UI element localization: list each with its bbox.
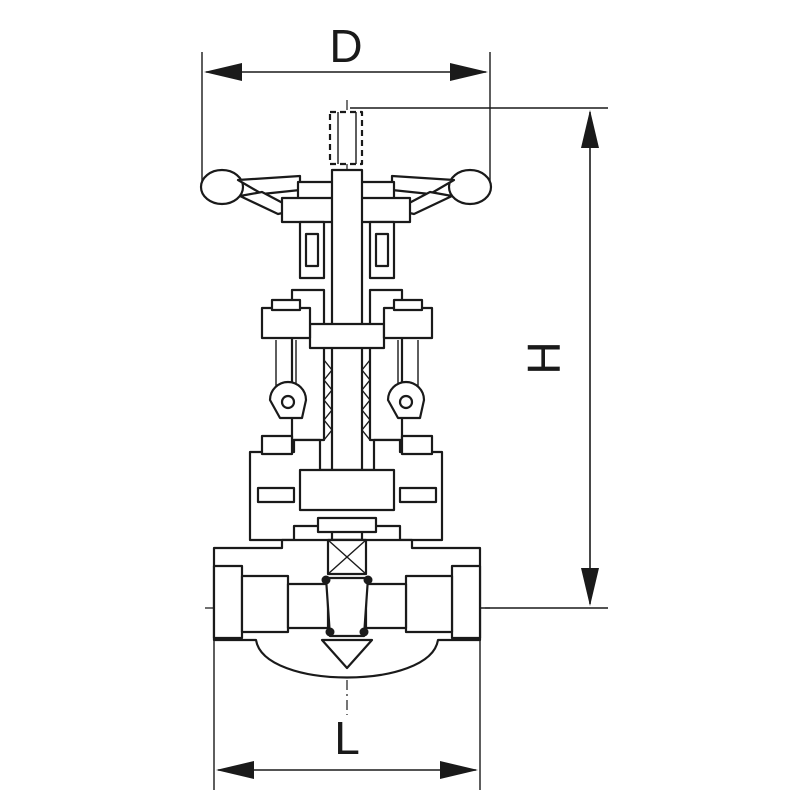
wedge-cross: [327, 539, 367, 575]
dimension-h: H: [350, 107, 608, 609]
handwheel-spoke-right: [390, 174, 456, 196]
yoke-upper: [298, 220, 396, 280]
bonnet-bolt-right: [400, 434, 434, 456]
bonnet: [248, 434, 444, 542]
dimension-d-label: D: [329, 20, 362, 72]
bore-right: [404, 574, 454, 634]
end-port-left: [212, 564, 244, 640]
end-port-right: [450, 564, 482, 640]
gate-wedge: [316, 516, 378, 670]
eye-bolt-hole-left: [280, 394, 296, 410]
dimension-h-label: H: [518, 341, 570, 374]
dimension-l-arrow-right: [440, 761, 478, 779]
stem-collar: [316, 516, 378, 534]
bolt-nut-right: [382, 306, 434, 340]
gland-bolt-left: [260, 298, 312, 420]
bolt-cap-right: [392, 298, 424, 312]
bonnet-flange-left: [256, 486, 296, 504]
gland-bolt-right: [382, 298, 434, 420]
seal-ring: [363, 575, 373, 585]
packing: [323, 359, 371, 441]
seal-ring: [321, 575, 331, 585]
handwheel-rim-right: [447, 168, 493, 206]
handwheel-spoke-left: [236, 174, 302, 196]
dimension-h-arrow-top: [581, 110, 599, 148]
bolt-cap-left: [270, 298, 302, 312]
packing-right: [361, 359, 371, 441]
yoke-sleeve-inner-left: [304, 232, 320, 268]
bore-left: [240, 574, 290, 634]
seat-right: [364, 582, 408, 630]
eye-bolt-hole-right: [398, 394, 414, 410]
dimension-h-arrow-bottom: [581, 568, 599, 606]
seal-ring: [359, 627, 369, 637]
dimension-l: L: [213, 636, 481, 790]
seal-ring: [325, 627, 335, 637]
yoke-sleeve-right: [368, 220, 396, 280]
wedge-tip: [320, 638, 374, 670]
bonnet-center-block: [298, 468, 396, 512]
bonnet-flange-right: [398, 486, 438, 504]
yoke-sleeve-inner-right: [374, 232, 390, 268]
yoke-crossbar: [308, 322, 386, 350]
dimension-d: D: [201, 20, 491, 182]
handwheel-rim-left: [199, 168, 245, 206]
dimension-d-arrow-right: [450, 63, 488, 81]
dimension-l-arrow-left: [216, 761, 254, 779]
stem-thread-outline: [328, 110, 364, 166]
stem-top: [328, 110, 364, 166]
dimension-d-arrow-left: [204, 63, 242, 81]
seat-left: [286, 582, 330, 630]
packing-left: [323, 359, 333, 441]
bolt-nut-left: [260, 306, 312, 340]
dimension-l-label: L: [334, 712, 360, 764]
bonnet-bolt-left: [260, 434, 294, 456]
wedge-body: [324, 576, 370, 638]
